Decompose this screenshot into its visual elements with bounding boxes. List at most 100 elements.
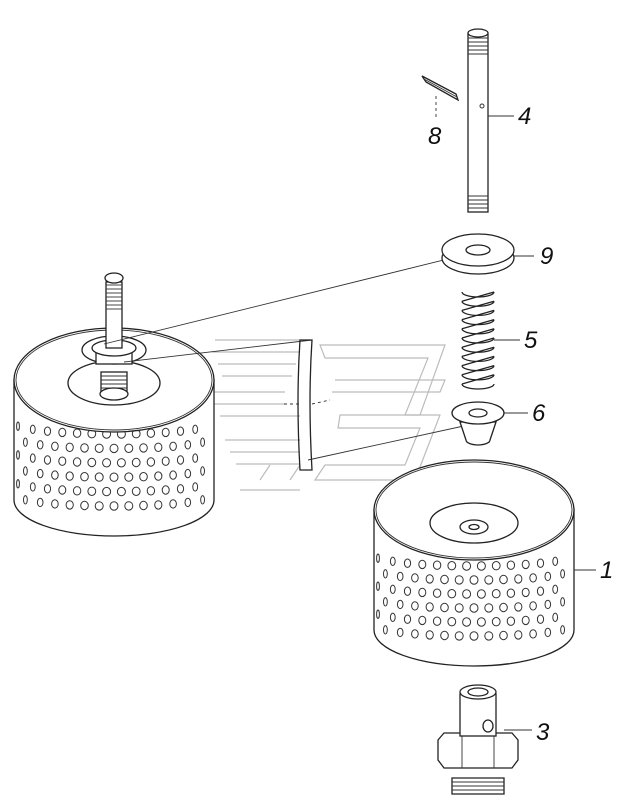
perforation-hole bbox=[544, 599, 552, 610]
callout-label-5: 5 bbox=[524, 327, 538, 354]
perforation-hole bbox=[80, 500, 89, 511]
perforation-hole bbox=[16, 450, 20, 460]
perforation-hole bbox=[109, 501, 119, 511]
perforation-hole bbox=[389, 584, 396, 594]
perforation-hole bbox=[418, 615, 427, 626]
spring-part-5 bbox=[461, 291, 495, 390]
perforation-hole bbox=[403, 586, 412, 596]
perforation-hole bbox=[425, 630, 434, 640]
perforation-hole bbox=[36, 468, 44, 479]
perforation-hole bbox=[16, 479, 20, 489]
perforation-hole bbox=[154, 471, 163, 481]
perforation-hole bbox=[476, 589, 486, 599]
perforation-hole bbox=[506, 588, 516, 598]
perforation-hole bbox=[529, 573, 537, 583]
perforation-hole bbox=[499, 602, 508, 613]
filter-assembly-left bbox=[13, 272, 215, 537]
perforation-hole bbox=[72, 457, 82, 467]
perforation-hole bbox=[491, 561, 501, 571]
callout-label-4: 4 bbox=[518, 103, 531, 130]
perforation-hole bbox=[169, 470, 177, 480]
perforation-hole bbox=[146, 428, 156, 438]
perforation-hole bbox=[376, 581, 380, 591]
perforation-hole bbox=[94, 501, 104, 511]
perforation-hole bbox=[536, 586, 545, 596]
perforation-hole bbox=[536, 614, 545, 624]
perforation-hole bbox=[432, 616, 442, 626]
perforation-hole bbox=[146, 457, 156, 467]
perforation-hole bbox=[16, 421, 20, 431]
perforation-hole bbox=[491, 589, 501, 599]
perforation-hole bbox=[389, 556, 396, 566]
perforation-hole bbox=[176, 455, 185, 465]
perforation-hole bbox=[43, 426, 52, 436]
perforation-hole bbox=[58, 456, 67, 466]
perforation-hole bbox=[65, 500, 74, 510]
filter-element-part-1 bbox=[373, 459, 575, 667]
perforation-hole bbox=[529, 601, 537, 611]
perforation-hole bbox=[514, 602, 523, 612]
callout-label-9: 9 bbox=[540, 243, 553, 270]
perforation-hole bbox=[200, 437, 206, 447]
perforation-hole bbox=[131, 486, 141, 496]
perforation-hole bbox=[58, 485, 67, 495]
perforation-hole bbox=[469, 631, 479, 641]
perforation-hole bbox=[514, 574, 523, 584]
perforation-hole bbox=[102, 486, 112, 497]
perforation-hole bbox=[200, 495, 206, 505]
cotter-pin-part-8 bbox=[421, 75, 460, 118]
perforation-hole bbox=[116, 458, 126, 468]
rod-part-4 bbox=[467, 28, 489, 213]
perforation-hole bbox=[43, 455, 52, 465]
perforation-hole bbox=[169, 499, 177, 509]
perforation-hole bbox=[484, 631, 494, 641]
perforation-hole bbox=[544, 571, 552, 582]
callout-label-1: 1 bbox=[600, 557, 613, 584]
perforation-hole bbox=[131, 457, 141, 468]
perforation-hole bbox=[29, 424, 36, 434]
perforation-hole bbox=[552, 556, 559, 566]
callout-label-3: 3 bbox=[536, 719, 550, 746]
perforation-hole bbox=[389, 612, 396, 622]
perforation-hole bbox=[87, 486, 97, 496]
perforation-hole bbox=[484, 603, 494, 613]
assembly-guide-lines bbox=[103, 253, 483, 471]
perforation-hole bbox=[462, 589, 472, 599]
perforation-hole bbox=[521, 559, 530, 570]
perforation-hole bbox=[51, 499, 59, 509]
perforation-hole bbox=[192, 482, 199, 492]
perforation-hole bbox=[124, 501, 134, 511]
perforation-hole bbox=[476, 561, 486, 571]
perforation-hole bbox=[65, 442, 74, 452]
callout-label-8: 8 bbox=[428, 123, 442, 150]
perforation-hole bbox=[51, 470, 59, 480]
perforation-hole bbox=[139, 443, 148, 453]
perforation-hole bbox=[425, 602, 434, 612]
perforation-hole bbox=[43, 484, 52, 494]
perforation-hole bbox=[192, 453, 199, 463]
perforation-hole bbox=[94, 443, 104, 453]
perforations-left bbox=[16, 421, 206, 511]
washer-part-9 bbox=[441, 233, 515, 275]
perforation-hole bbox=[462, 561, 472, 571]
perforation-hole bbox=[184, 497, 192, 508]
perforation-hole bbox=[432, 560, 442, 570]
spring-seat-part-6 bbox=[451, 401, 505, 446]
perforation-hole bbox=[176, 426, 185, 436]
perforation-hole bbox=[161, 485, 170, 495]
perforation-hole bbox=[529, 629, 537, 639]
perforation-hole bbox=[124, 472, 134, 482]
perforation-hole bbox=[169, 441, 177, 451]
perforation-hole bbox=[139, 472, 148, 482]
perforation-hole bbox=[29, 482, 36, 492]
perforation-hole bbox=[80, 443, 89, 453]
perforation-hole bbox=[484, 575, 494, 585]
perforation-hole bbox=[192, 424, 199, 434]
perforation-hole bbox=[476, 617, 486, 627]
perforation-hole bbox=[383, 625, 388, 635]
perforation-hole bbox=[499, 574, 508, 585]
perforation-hole bbox=[440, 630, 449, 641]
perforation-hole bbox=[536, 558, 545, 568]
perforation-hole bbox=[469, 575, 479, 585]
